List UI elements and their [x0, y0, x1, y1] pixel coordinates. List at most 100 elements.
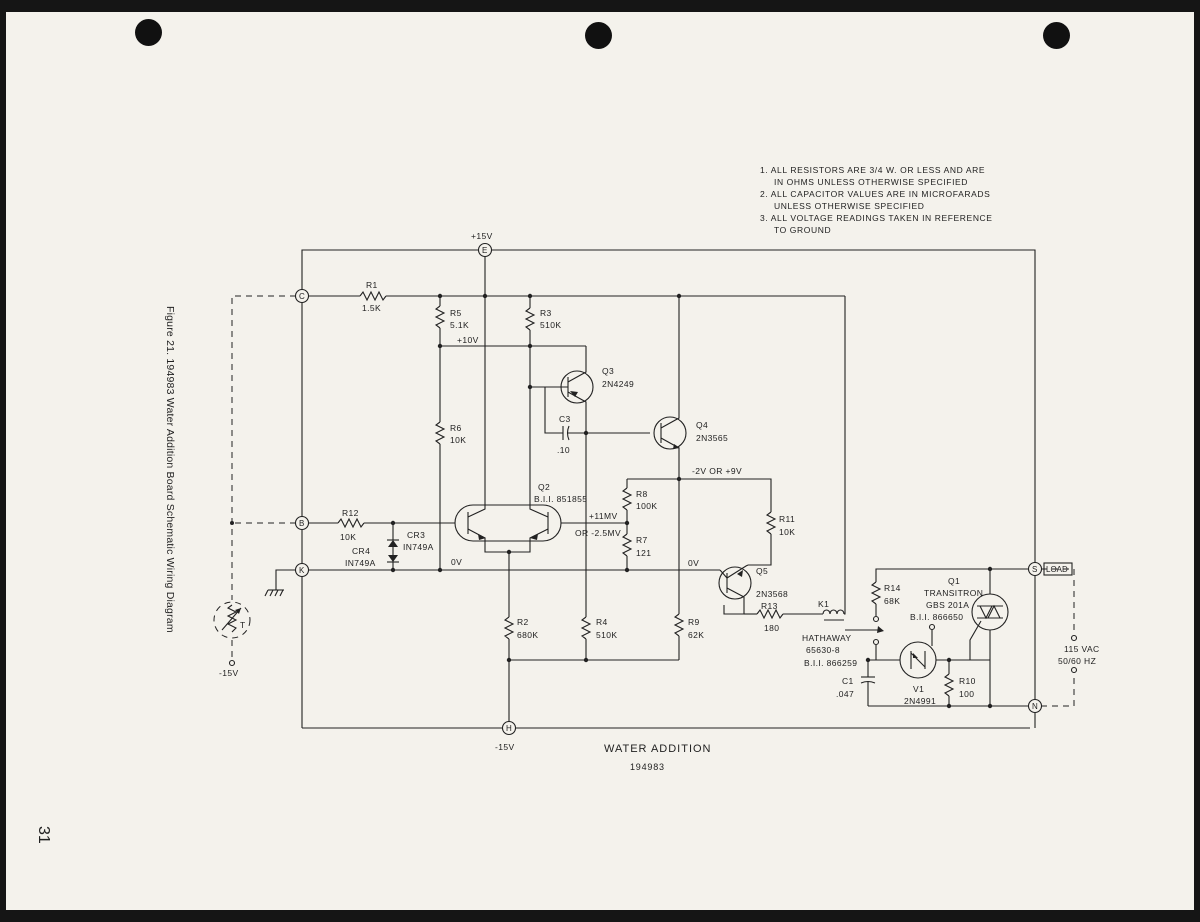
ground-symbol — [264, 569, 296, 597]
q2-ref: Q2 — [538, 482, 550, 492]
zero-volt-left: 0V — [451, 557, 462, 567]
cr3-value: IN749A — [403, 542, 434, 552]
r14-ref: R14 — [884, 583, 901, 593]
r14-value: 68K — [884, 596, 900, 606]
resistor-r14: R14 68K — [870, 568, 1029, 623]
r1-value: 1.5K — [362, 303, 381, 313]
note-line-3: 2. ALL CAPACITOR VALUES ARE IN MICROFARA… — [760, 189, 990, 199]
note-line-5: 3. ALL VOLTAGE READINGS TAKEN IN REFEREN… — [760, 213, 993, 223]
r2-value: 680K — [517, 630, 538, 640]
zener-cr4: CR4 IN749A — [345, 546, 399, 570]
resistor-r7: R7 121 — [621, 533, 651, 570]
cr4-value: IN749A — [345, 558, 376, 568]
terminal-c-label: C — [299, 292, 305, 301]
terminal-s-label: S — [1032, 565, 1037, 574]
terminal-n-label: N — [1032, 702, 1038, 711]
r4-value: 510K — [596, 630, 617, 640]
r11-value: 10K — [779, 527, 795, 537]
resistor-r10: R10 100 — [943, 660, 976, 706]
q4-output-voltage: -2V OR +9V — [692, 466, 742, 476]
k1-bii: B.I.I. 866259 — [804, 658, 857, 668]
r9-value: 62K — [688, 630, 704, 640]
terminal-h-label: H — [506, 724, 512, 733]
resistor-r4: R4 510K — [580, 505, 617, 660]
r9-ref: R9 — [688, 617, 700, 627]
q3-value: 2N4249 — [602, 379, 634, 389]
c1-ref: C1 — [842, 676, 854, 686]
minus15v-t-label: -15V — [219, 668, 239, 678]
binder-hole-left — [135, 19, 162, 46]
r12-ref: R12 — [342, 508, 359, 518]
load-label: LOAD — [1046, 565, 1068, 574]
r6-value: 10K — [450, 435, 466, 445]
q5-ref: Q5 — [756, 566, 768, 576]
r10-value: 100 — [959, 689, 974, 699]
resistor-r6: R6 10K — [434, 421, 466, 570]
r2-ref: R2 — [517, 617, 529, 627]
terminal-k-label: K — [299, 566, 305, 575]
q2-value: B.I.I. 851855 — [534, 494, 587, 504]
r3-ref: R3 — [540, 308, 552, 318]
plus15v-label: +15V — [471, 231, 493, 241]
q4-value: 2N3565 — [696, 433, 728, 443]
q1-bii: B.I.I. 866650 — [910, 612, 963, 622]
diagram-title: WATER ADDITION — [604, 743, 712, 755]
relay-k1: K1 HATHAWAY 65630-8 B.I.I. 866259 — [802, 296, 884, 668]
resistor-r13: R13 180 — [744, 601, 823, 633]
r1-ref: R1 — [366, 280, 378, 290]
c3-value: .10 — [557, 445, 570, 455]
cr4-ref: CR4 — [352, 546, 370, 556]
q1-maker: TRANSITRON — [924, 588, 983, 598]
q1-ref: Q1 — [948, 576, 960, 586]
c1-value: .047 — [836, 689, 854, 699]
terminal-b-label: B — [299, 519, 304, 528]
q4-ref: Q4 — [696, 420, 708, 430]
capacitor-c3: C3 .10 — [544, 387, 650, 455]
resistor-r12: R12 10K — [308, 508, 455, 542]
diagram-number: 194983 — [630, 762, 665, 772]
resistor-r3: R3 510K — [524, 296, 561, 505]
note-line-2: IN OHMS UNLESS OTHERWISE SPECIFIED — [774, 177, 968, 187]
r7-ref: R7 — [636, 535, 648, 545]
transistor-q3: Q3 2N4249 — [530, 346, 634, 433]
terminals: E C B K H S N — [294, 242, 1043, 736]
c3-ref: C3 — [559, 414, 571, 424]
note-line-6: TO GROUND — [774, 225, 831, 235]
ac-voltage: 115 VAC — [1064, 644, 1100, 654]
minus15v-h-label: -15V — [495, 742, 515, 752]
k1-name: HATHAWAY — [802, 633, 851, 643]
minus25mv-label: OR -2.5MV — [575, 528, 621, 538]
r12-value: 10K — [340, 532, 356, 542]
r13-ref: R13 — [761, 601, 778, 611]
binder-hole-right — [1043, 22, 1070, 49]
diac-v1: V1 2N4991 — [868, 623, 990, 706]
r8-ref: R8 — [636, 489, 648, 499]
r4-ref: R4 — [596, 617, 608, 627]
transistor-q5: Q5 2N3568 — [718, 564, 788, 615]
r8-value: 100K — [636, 501, 657, 511]
transistor-q4: Q4 2N3565 — [653, 296, 728, 479]
resistor-r8: R8 100K — [621, 479, 657, 534]
zero-volt-right: 0V — [688, 558, 699, 568]
note-line-4: UNLESS OTHERWISE SPECIFIED — [774, 201, 925, 211]
plus10v-label: +10V — [457, 335, 479, 345]
k1-ref: K1 — [818, 599, 829, 609]
r5-ref: R5 — [450, 308, 462, 318]
ac-frequency: 50/60 HZ — [1058, 656, 1096, 666]
r10-ref: R10 — [959, 676, 976, 686]
resistor-r5: R5 5.1K — [434, 296, 469, 422]
binder-hole-center — [585, 22, 612, 49]
capacitor-c1: C1 .047 — [836, 660, 876, 706]
resistor-r9: R9 62K — [673, 613, 704, 660]
r5-value: 5.1K — [450, 320, 469, 330]
r11-ref: R11 — [779, 514, 795, 524]
resistor-r1: R1 1.5K — [308, 280, 845, 313]
load-box: LOAD — [1043, 562, 1073, 576]
k1-part: 65630-8 — [806, 645, 840, 655]
document-sheet — [6, 12, 1194, 910]
triac-q1: Q1 TRANSITRON GBS 201A B.I.I. 866650 — [910, 569, 1009, 706]
v1-ref: V1 — [913, 684, 924, 694]
thermistor-t: T -15V — [213, 601, 251, 678]
r13-value: 180 — [764, 623, 779, 633]
